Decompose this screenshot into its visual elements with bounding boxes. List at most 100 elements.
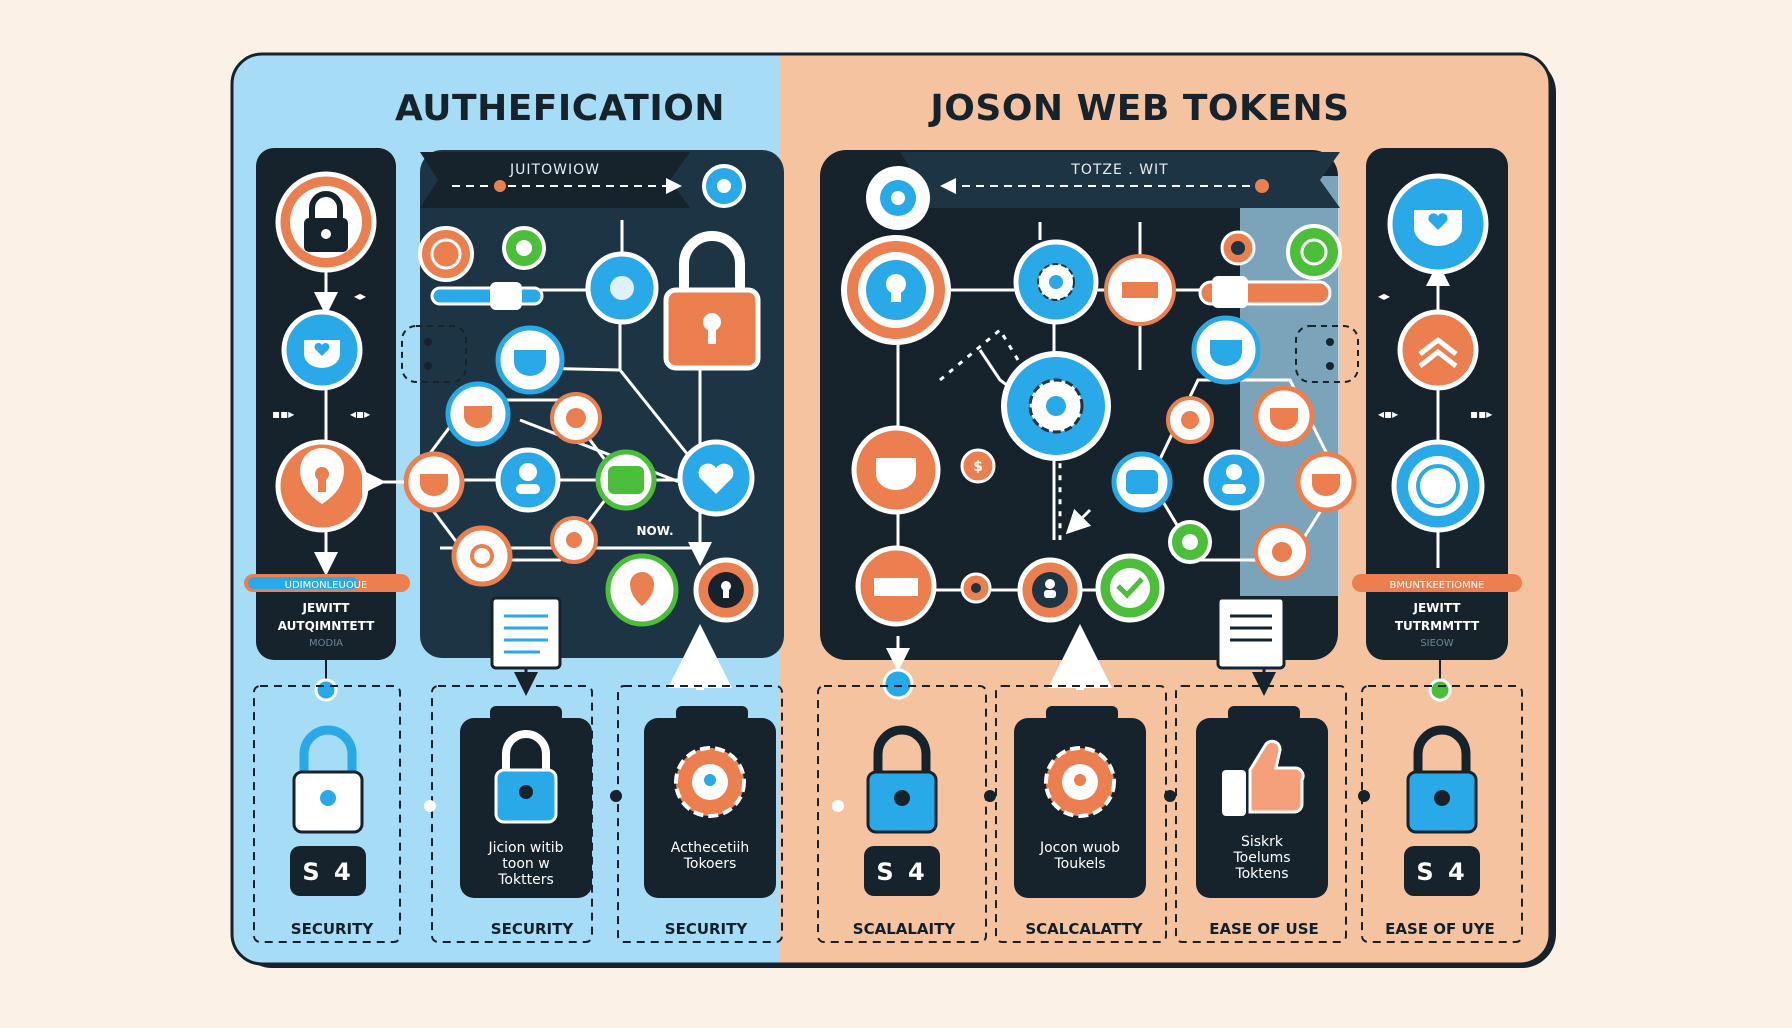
location-pin-icon <box>605 553 679 627</box>
right-card-4: S 4 EASE OF UYE <box>1385 725 1495 938</box>
svg-text:◂▸: ◂▸ <box>354 289 366 303</box>
heart-badge-icon <box>445 381 511 447</box>
padlock-icon <box>866 725 938 834</box>
heart-shield-icon <box>281 309 363 391</box>
svg-text:BMUNTKEETIOMNE: BMUNTKEETIOMNE <box>1390 580 1485 591</box>
key-node-icon <box>841 235 951 345</box>
heart-node-icon <box>677 439 755 517</box>
heart-hub-icon <box>1253 385 1315 447</box>
svg-text:SIEOW: SIEOW <box>1420 638 1453 649</box>
padlock-icon <box>494 730 558 824</box>
right-card-4-caption: EASE OF UYE <box>1385 920 1495 938</box>
status-dot-icon <box>502 226 546 270</box>
left-title: AUTHEFICATION <box>395 88 725 129</box>
ring-node-icon <box>550 392 602 444</box>
gear-icon <box>674 746 746 818</box>
small-heart-icon <box>550 516 598 564</box>
left-card-1: S 4 SECURITY <box>290 725 375 938</box>
puzzle-low-icon <box>855 545 937 627</box>
small-ring-icon <box>451 525 513 587</box>
slider-icon <box>430 282 544 310</box>
user-hub-icon <box>1203 449 1265 511</box>
shield-right-icon <box>1295 451 1357 513</box>
main-gear-icon <box>1001 351 1111 461</box>
frame-border <box>230 52 1552 966</box>
settings-node-icon <box>585 251 659 325</box>
green-check-icon <box>595 449 657 511</box>
chevron-stack-icon <box>1397 309 1479 391</box>
right-card-3-caption: EASE OF USE <box>1209 920 1319 938</box>
gear-node-icon <box>1013 239 1099 325</box>
left-banner: JUITOWIOW <box>509 162 600 178</box>
right-card-1: S 4 SCALALAITY <box>853 725 957 938</box>
left-card-2-caption: SECURITY <box>491 920 575 938</box>
target-icon <box>1391 439 1485 533</box>
left-tag: UDIMONLEUOUE JEWITT AUTQIMNTETT MODIA <box>244 574 410 649</box>
svg-text:◂▪▸: ◂▪▸ <box>1378 407 1398 421</box>
document-icon <box>1216 596 1286 670</box>
right-title: JOSON WEB TOKENS <box>927 88 1349 129</box>
svg-text:$: $ <box>973 459 983 475</box>
shield-left-icon <box>851 425 941 515</box>
big-padlock-icon <box>663 231 761 371</box>
badge-icon <box>418 226 474 282</box>
svg-text:▪▪▸: ▪▪▸ <box>1470 407 1492 421</box>
padlock-icon <box>292 725 364 834</box>
green-ring-icon <box>1168 520 1212 564</box>
orange-dot-icon <box>1220 230 1256 266</box>
ring-hub-icon <box>1166 396 1214 444</box>
padlock-icon <box>275 171 377 273</box>
padlock-icon <box>1406 725 1478 834</box>
document-icon <box>490 596 562 670</box>
left-card-1-badge: S 4 <box>302 858 353 886</box>
right-network-panel: TOTZE . WIT $ <box>820 150 1357 670</box>
heart-shield-icon <box>1387 173 1489 275</box>
right-tag: BMUNTKEETIOMNE JEWITT TUTRMMTTT SIEOW <box>1352 574 1522 649</box>
svg-text:JEWITT: JEWITT <box>301 601 350 615</box>
right-banner: TOTZE . WIT <box>1070 162 1168 178</box>
left-dashed-connector <box>401 325 467 383</box>
green-badge-icon <box>1286 224 1342 280</box>
left-mid-note: NOW. <box>636 524 673 538</box>
svg-text:JEWITT: JEWITT <box>1412 601 1461 615</box>
puzzle-node-icon <box>1104 254 1176 326</box>
right-card-4-badge: S 4 <box>1416 858 1467 886</box>
check-low-icon <box>1095 553 1165 623</box>
chat-hub-icon <box>1111 451 1173 513</box>
shield-hub-icon <box>1191 315 1261 385</box>
svg-text:TUTRMMTTT: TUTRMMTTT <box>1395 619 1480 633</box>
right-card-2-caption: SCALCALATTY <box>1025 920 1143 938</box>
slider-icon <box>1198 276 1332 308</box>
right-card-1-caption: SCALALAITY <box>853 920 957 938</box>
svg-text:MODIA: MODIA <box>309 638 343 649</box>
left-card-1-caption: SECURITY <box>291 920 375 938</box>
left-vertical-column: ▪▪▸ ◂▸ ◂▪▸ <box>256 148 396 660</box>
svg-text:UDIMONLEUOUE: UDIMONLEUOUE <box>285 580 368 591</box>
coin-icon: $ <box>960 448 996 484</box>
shield-badge-icon <box>403 451 465 513</box>
right-vertical-column: ◂▸ ◂▪▸ ▪▪▸ <box>1366 148 1508 660</box>
user-low-icon <box>1017 557 1083 623</box>
gear-small-icon <box>866 166 930 230</box>
svg-text:AUTQIMNTETT: AUTQIMNTETT <box>278 619 375 633</box>
keyhole-node-icon <box>693 557 759 623</box>
right-card-1-badge: S 4 <box>876 858 927 886</box>
keyhole-icon <box>275 439 369 533</box>
center-user-icon <box>495 447 561 513</box>
right-dashed-connector <box>1295 325 1359 383</box>
shield-node-icon <box>495 325 565 395</box>
small-ring-low-icon <box>960 572 992 604</box>
gear-icon <box>1044 746 1116 818</box>
thumbs-up-icon <box>1222 739 1305 816</box>
